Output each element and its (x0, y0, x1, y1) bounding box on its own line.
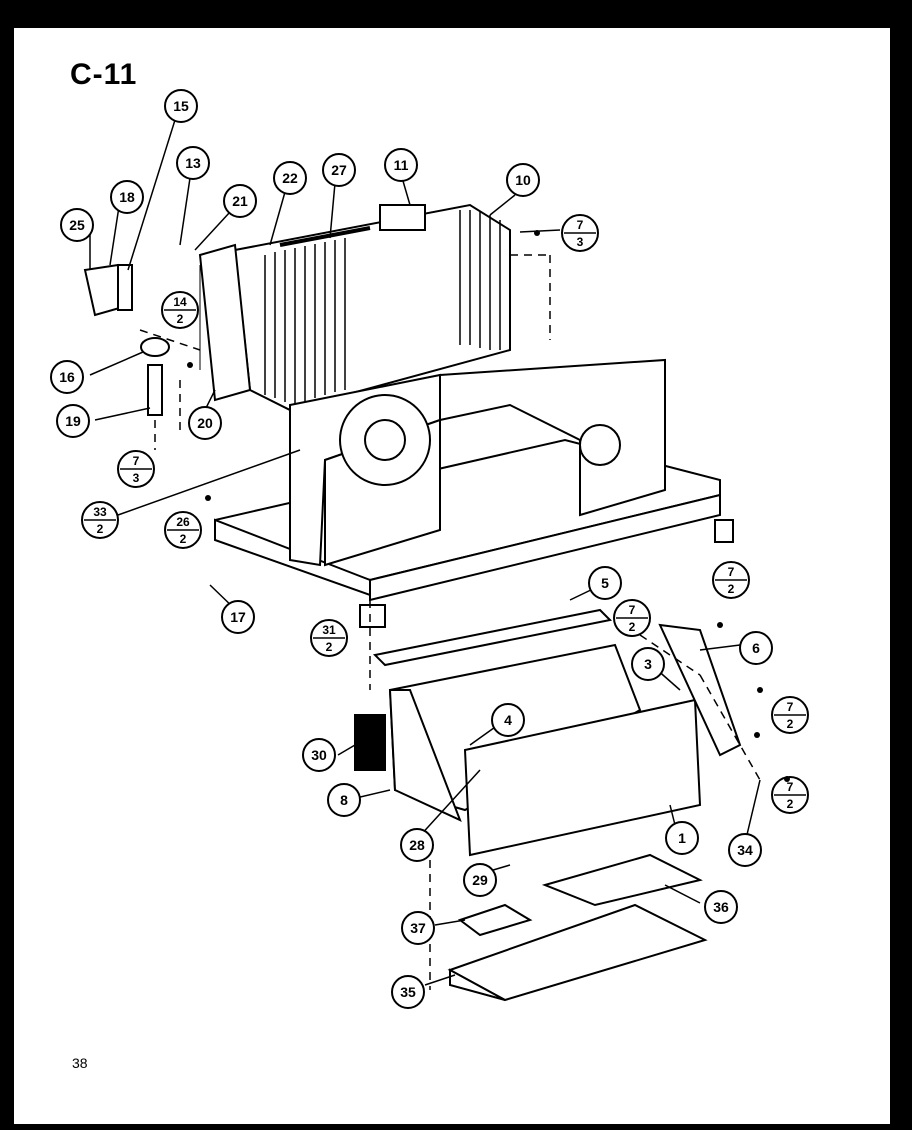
callout-20: 20 (188, 406, 222, 440)
callout-1: 1 (665, 821, 699, 855)
callout-34: 34 (728, 833, 762, 867)
callout-label: 28 (409, 837, 425, 853)
callout-18: 18 (110, 180, 144, 214)
fraction-callout: 72 (771, 776, 809, 814)
side-panel (658, 623, 742, 757)
fraction-top: 7 (728, 565, 735, 579)
fraction-bottom: 2 (180, 532, 187, 546)
fraction-top: 7 (133, 454, 140, 468)
fraction-callout: 262 (164, 511, 202, 549)
callout-label: 34 (737, 842, 753, 858)
condenser-coil (198, 203, 511, 412)
callout-label: 21 (232, 193, 248, 209)
callout-label: 8 (340, 792, 348, 808)
callout-label: 37 (410, 920, 426, 936)
callout-4: 4 (491, 703, 525, 737)
fraction-callout: 312 (310, 619, 348, 657)
fraction-callout: 73 (561, 214, 599, 252)
page-number: 38 (72, 1055, 88, 1071)
figure-title: C-11 (70, 58, 138, 91)
callout-label: 13 (185, 155, 201, 171)
callout-label: 1 (678, 830, 686, 846)
callout-5: 5 (588, 566, 622, 600)
callout-label: 10 (515, 172, 531, 188)
fraction-bottom: 2 (97, 522, 104, 536)
fraction-callout: 142 (161, 291, 199, 329)
fraction-bottom: 2 (787, 717, 794, 731)
callout-37: 37 (401, 911, 435, 945)
fraction-top: 26 (176, 515, 190, 529)
callout-label: 35 (400, 984, 416, 1000)
fraction-bottom: 3 (577, 235, 584, 249)
callout-label: 19 (65, 413, 81, 429)
fan-shroud (289, 358, 666, 567)
callout-35: 35 (391, 975, 425, 1009)
fraction-callout: 72 (613, 599, 651, 637)
callout-8: 8 (327, 783, 361, 817)
fraction-top: 7 (787, 780, 794, 794)
fraction-bottom: 2 (326, 640, 333, 654)
callout-28: 28 (400, 828, 434, 862)
top-rail (372, 608, 613, 667)
air-filter (354, 714, 386, 771)
callout-30: 30 (302, 738, 336, 772)
fraction-top: 7 (787, 700, 794, 714)
fraction-callout: 73 (117, 450, 155, 488)
callout-3: 3 (631, 647, 665, 681)
fraction-bottom: 2 (787, 797, 794, 811)
fraction-bottom: 2 (177, 312, 184, 326)
callout-22: 22 (273, 161, 307, 195)
fraction-top: 7 (629, 603, 636, 617)
callout-label: 29 (472, 872, 488, 888)
callout-label: 3 (644, 656, 652, 672)
fraction-callout: 72 (771, 696, 809, 734)
callout-label: 6 (752, 640, 760, 656)
callout-17: 17 (221, 600, 255, 634)
callout-19: 19 (56, 404, 90, 438)
fraction-top: 33 (93, 505, 107, 519)
callout-13: 13 (176, 146, 210, 180)
callout-16: 16 (50, 360, 84, 394)
fraction-callout: 332 (81, 501, 119, 539)
fraction-top: 31 (322, 623, 336, 637)
callout-29: 29 (463, 863, 497, 897)
front-panel (463, 698, 702, 857)
fraction-callout: 72 (712, 561, 750, 599)
callout-label: 27 (331, 162, 347, 178)
callout-label: 4 (504, 712, 512, 728)
callout-11: 11 (384, 148, 418, 182)
fraction-bottom: 3 (133, 471, 140, 485)
callout-label: 25 (69, 217, 85, 233)
callout-label: 20 (197, 415, 213, 431)
callout-label: 36 (713, 899, 729, 915)
callout-label: 11 (394, 157, 409, 173)
callout-label: 16 (59, 369, 75, 385)
fraction-bottom: 2 (728, 582, 735, 596)
fraction-top: 14 (173, 295, 187, 309)
callout-25: 25 (60, 208, 94, 242)
callout-label: 18 (119, 189, 135, 205)
callout-15: 15 (164, 89, 198, 123)
callout-label: 5 (601, 575, 609, 591)
callout-label: 22 (282, 170, 298, 186)
callouts: 1 3 4 5 6 8 10 11 13 15 16 17 18 19 20 2… (50, 89, 773, 1009)
bottom-tray (447, 853, 708, 1002)
fraction-top: 7 (577, 218, 584, 232)
callout-27: 27 (322, 153, 356, 187)
callout-36: 36 (704, 890, 738, 924)
callout-label: 15 (173, 98, 189, 114)
hardware-dots (187, 230, 790, 782)
callout-21: 21 (223, 184, 257, 218)
callout-label: 30 (311, 747, 327, 763)
callout-6: 6 (739, 631, 773, 665)
capacitor-assembly (83, 263, 201, 416)
fraction-callouts: 73 142 73 332 262 72 72 312 72 72 (81, 214, 809, 814)
callout-label: 17 (230, 609, 246, 625)
callout-10: 10 (506, 163, 540, 197)
fraction-bottom: 2 (629, 620, 636, 634)
